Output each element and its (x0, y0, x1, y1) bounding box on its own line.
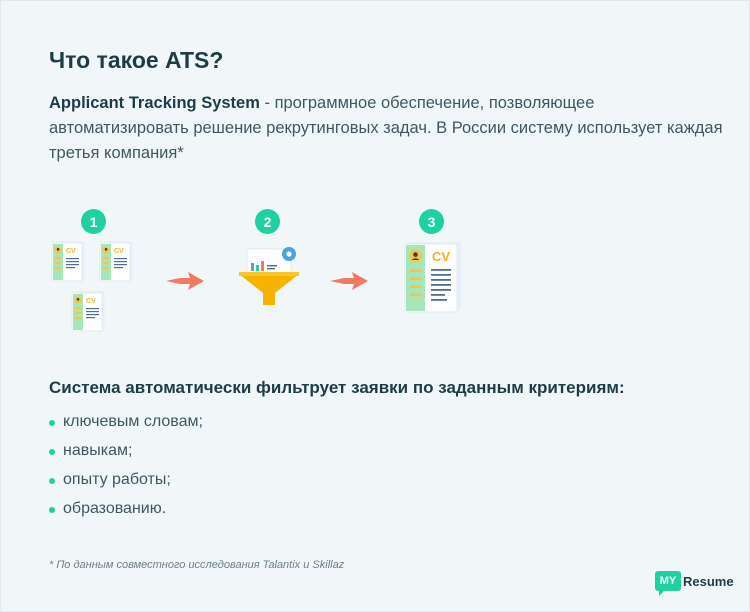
intro-term: Applicant Tracking System (49, 94, 260, 112)
list-item: ключевым словам; (49, 410, 203, 439)
svg-text:CV: CV (432, 249, 450, 264)
page-title: Что такое ATS? (49, 47, 224, 73)
logo-text: Resume (683, 573, 734, 589)
funnel-filter-icon (239, 247, 299, 305)
svg-text:CV: CV (86, 298, 96, 305)
cv-document-icon: CV (404, 242, 461, 313)
logo: MY Resume (655, 571, 734, 596)
footnote: * По данным совместного исследования Tal… (49, 559, 345, 571)
step-1-badge: 1 (81, 209, 106, 234)
step-3-badge: 3 (419, 209, 444, 234)
arrow-right-icon (330, 272, 368, 290)
svg-text:CV: CV (66, 248, 76, 255)
cv-documents-icon: CV CV (51, 241, 133, 332)
logo-badge: MY (655, 571, 681, 596)
cv-card-small: CV (71, 291, 105, 332)
criteria-list: ключевым словам; навыкам; опыту работы; … (49, 410, 203, 526)
svg-text:CV: CV (114, 248, 124, 255)
intro-text: - программное обеспечение, позволяющее а… (49, 94, 723, 162)
list-item: образованию. (49, 497, 203, 526)
list-item: опыту работы; (49, 468, 203, 497)
arrow-right-icon (166, 272, 204, 290)
list-item: навыкам; (49, 439, 203, 468)
cv-card-small: CV (99, 241, 133, 282)
step-2-badge: 2 (255, 209, 280, 234)
intro-paragraph: Applicant Tracking System - программное … (49, 91, 729, 166)
criteria-heading: Система автоматически фильтрует заявки п… (49, 378, 625, 397)
cv-card-small: CV (51, 241, 85, 282)
